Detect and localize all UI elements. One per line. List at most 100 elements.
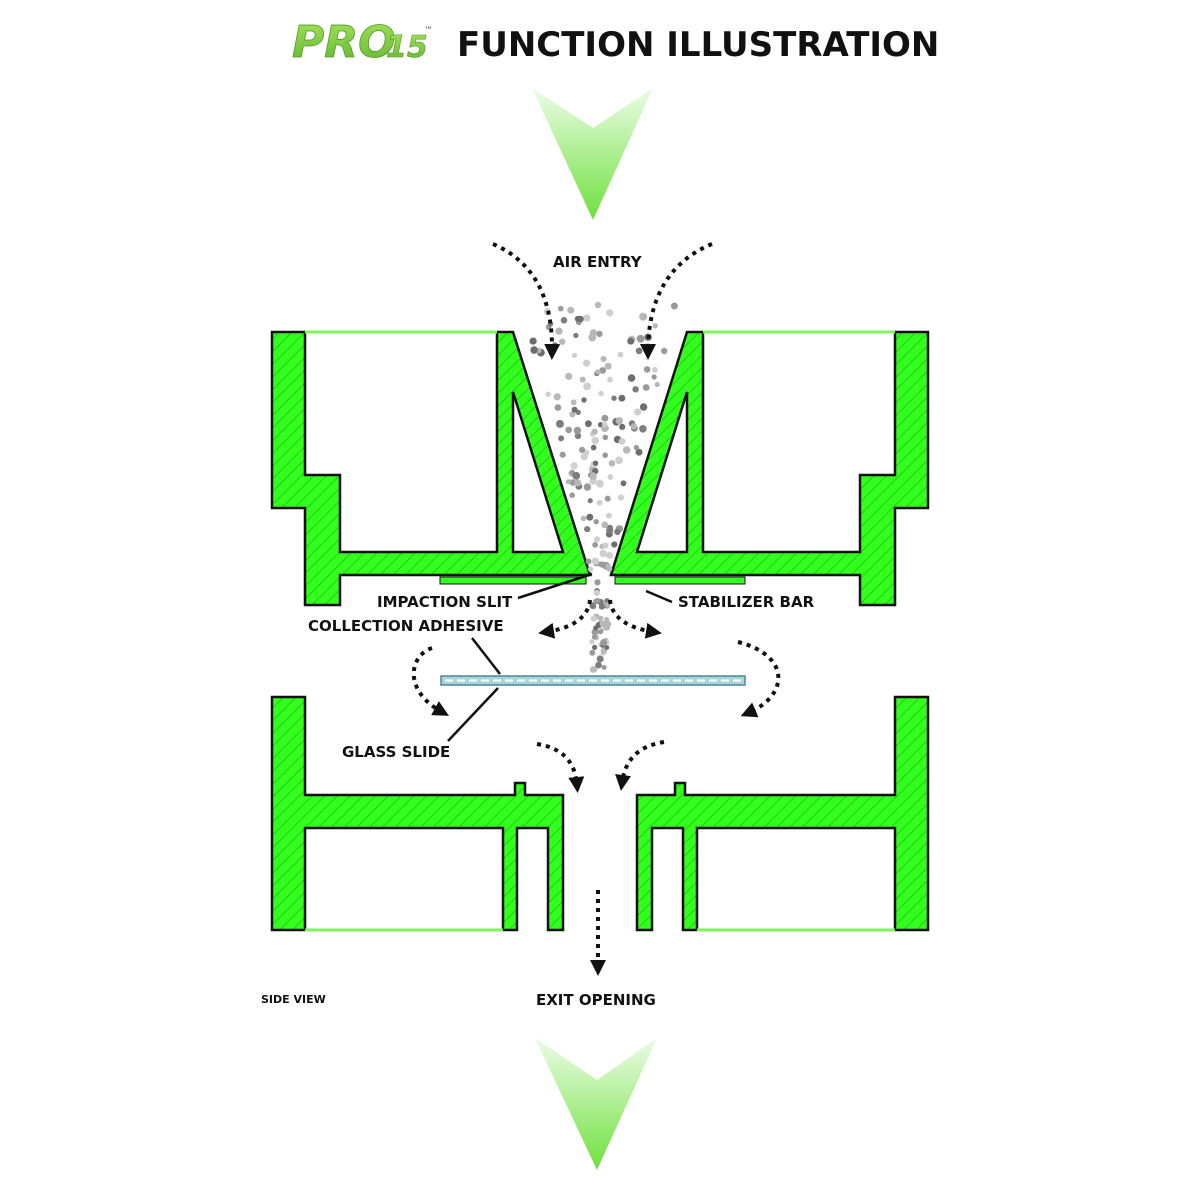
- upper-right-outer-wall: [609, 330, 930, 607]
- particle-dot: [579, 446, 586, 453]
- particle-dot: [593, 625, 599, 631]
- particle-dot: [592, 667, 598, 673]
- particle-dot: [565, 426, 572, 434]
- particle-dot: [632, 386, 639, 393]
- particle-dot: [639, 425, 647, 433]
- particle-dot: [555, 327, 563, 335]
- particle-dot: [554, 404, 562, 411]
- airflow-arrow-slit-right: [608, 599, 662, 639]
- particle-dot: [555, 419, 564, 428]
- particle-dot: [627, 374, 636, 382]
- leader-lines: [447, 572, 673, 742]
- particle-dot: [596, 330, 603, 338]
- particle-dot: [579, 376, 586, 383]
- particle-dot: [611, 395, 617, 401]
- particle-dot: [580, 515, 587, 522]
- particle-dot: [627, 337, 635, 345]
- particle-dot: [601, 664, 607, 670]
- particle-dot: [620, 480, 627, 487]
- particle-dot: [622, 446, 631, 454]
- particle-dot: [593, 536, 601, 543]
- particle-dot: [607, 474, 614, 480]
- particle-dot: [595, 369, 601, 375]
- stabilizer-bar-left: [439, 576, 587, 585]
- particle-dot: [599, 367, 607, 374]
- particle-dot: [571, 352, 578, 358]
- particle-dot: [591, 436, 599, 445]
- particle-dot: [591, 628, 599, 636]
- particle-dot: [604, 362, 612, 370]
- particle-dot: [571, 406, 578, 413]
- particle-dot: [600, 647, 607, 655]
- particle-dot: [639, 312, 648, 321]
- bottom-down-arrow-icon: [535, 1038, 657, 1170]
- particle-dot: [583, 314, 591, 322]
- particle-dot: [654, 381, 660, 388]
- particle-dot: [593, 589, 600, 597]
- page-title: FUNCTION ILLUSTRATION: [457, 25, 939, 65]
- particle-dot: [589, 329, 598, 337]
- lower-housing: [270, 695, 930, 932]
- particle-dot: [604, 495, 611, 502]
- particle-dot: [592, 460, 599, 466]
- glass-slide-label: GLASS SLIDE: [342, 743, 450, 761]
- particle-dot: [596, 499, 603, 506]
- brand-logo-text: PRO: [292, 17, 396, 68]
- particle-dot: [606, 526, 614, 535]
- particle-dot: [560, 317, 568, 324]
- particle-dot: [574, 315, 582, 322]
- glass-slide: [440, 675, 746, 686]
- particle-dot: [593, 519, 599, 525]
- particle-dot: [558, 435, 565, 442]
- particle-dot: [569, 411, 576, 418]
- particle-dot: [567, 306, 575, 314]
- particle-dot: [600, 639, 608, 646]
- airflow-arrow-slide-left: [411, 646, 450, 716]
- particle-dot: [634, 408, 642, 416]
- particle-dot: [591, 634, 597, 640]
- particle-dot: [558, 305, 564, 312]
- particle-dot: [559, 338, 566, 345]
- airflow-arrows: [411, 242, 781, 976]
- particle-dot: [652, 323, 658, 329]
- upper-housing: [270, 330, 930, 607]
- particle-dot: [605, 551, 614, 559]
- particle-dot: [574, 479, 582, 487]
- airflow-arrow-exit-right: [615, 740, 665, 791]
- particle-dot: [636, 334, 645, 343]
- particle-dot: [604, 645, 610, 650]
- particle-dot: [580, 452, 588, 461]
- particle-dot: [581, 397, 587, 403]
- top-down-arrow-icon: [532, 88, 653, 220]
- particle-dot: [615, 456, 623, 465]
- lower-left-wall: [270, 695, 565, 932]
- particle-dot: [606, 512, 612, 519]
- stabilizer-bar-right: [614, 576, 746, 585]
- upper-right-nozzle-gap: [635, 391, 689, 554]
- airflow-arrow-entry-right: [640, 242, 713, 360]
- leader-collection-adhesive: [471, 637, 501, 675]
- collection-adhesive-label: COLLECTION ADHESIVE: [308, 617, 504, 635]
- particle-dot: [592, 541, 598, 548]
- particle-dot: [596, 655, 604, 663]
- particle-dot: [606, 565, 613, 572]
- particle-dot: [619, 423, 626, 430]
- particle-dot: [630, 423, 637, 430]
- particle-dot: [608, 460, 616, 467]
- airflow-arrow-slit-left: [538, 599, 592, 639]
- particle-dot: [587, 566, 594, 572]
- particle-dot: [602, 452, 608, 459]
- leader-impaction-slit: [517, 572, 593, 600]
- particle-dot: [585, 558, 592, 565]
- particle-dot: [545, 391, 551, 397]
- particle-dot: [600, 356, 607, 362]
- impaction-slit-label: IMPACTION SLIT: [377, 593, 513, 611]
- particle-dot: [569, 492, 575, 499]
- upper-left-outer-wall: [270, 330, 592, 607]
- particle-dot: [530, 346, 538, 354]
- particle-dot: [586, 513, 594, 521]
- particle-dot: [635, 347, 643, 355]
- particle-dot: [590, 444, 597, 451]
- particle-dot: [570, 399, 577, 406]
